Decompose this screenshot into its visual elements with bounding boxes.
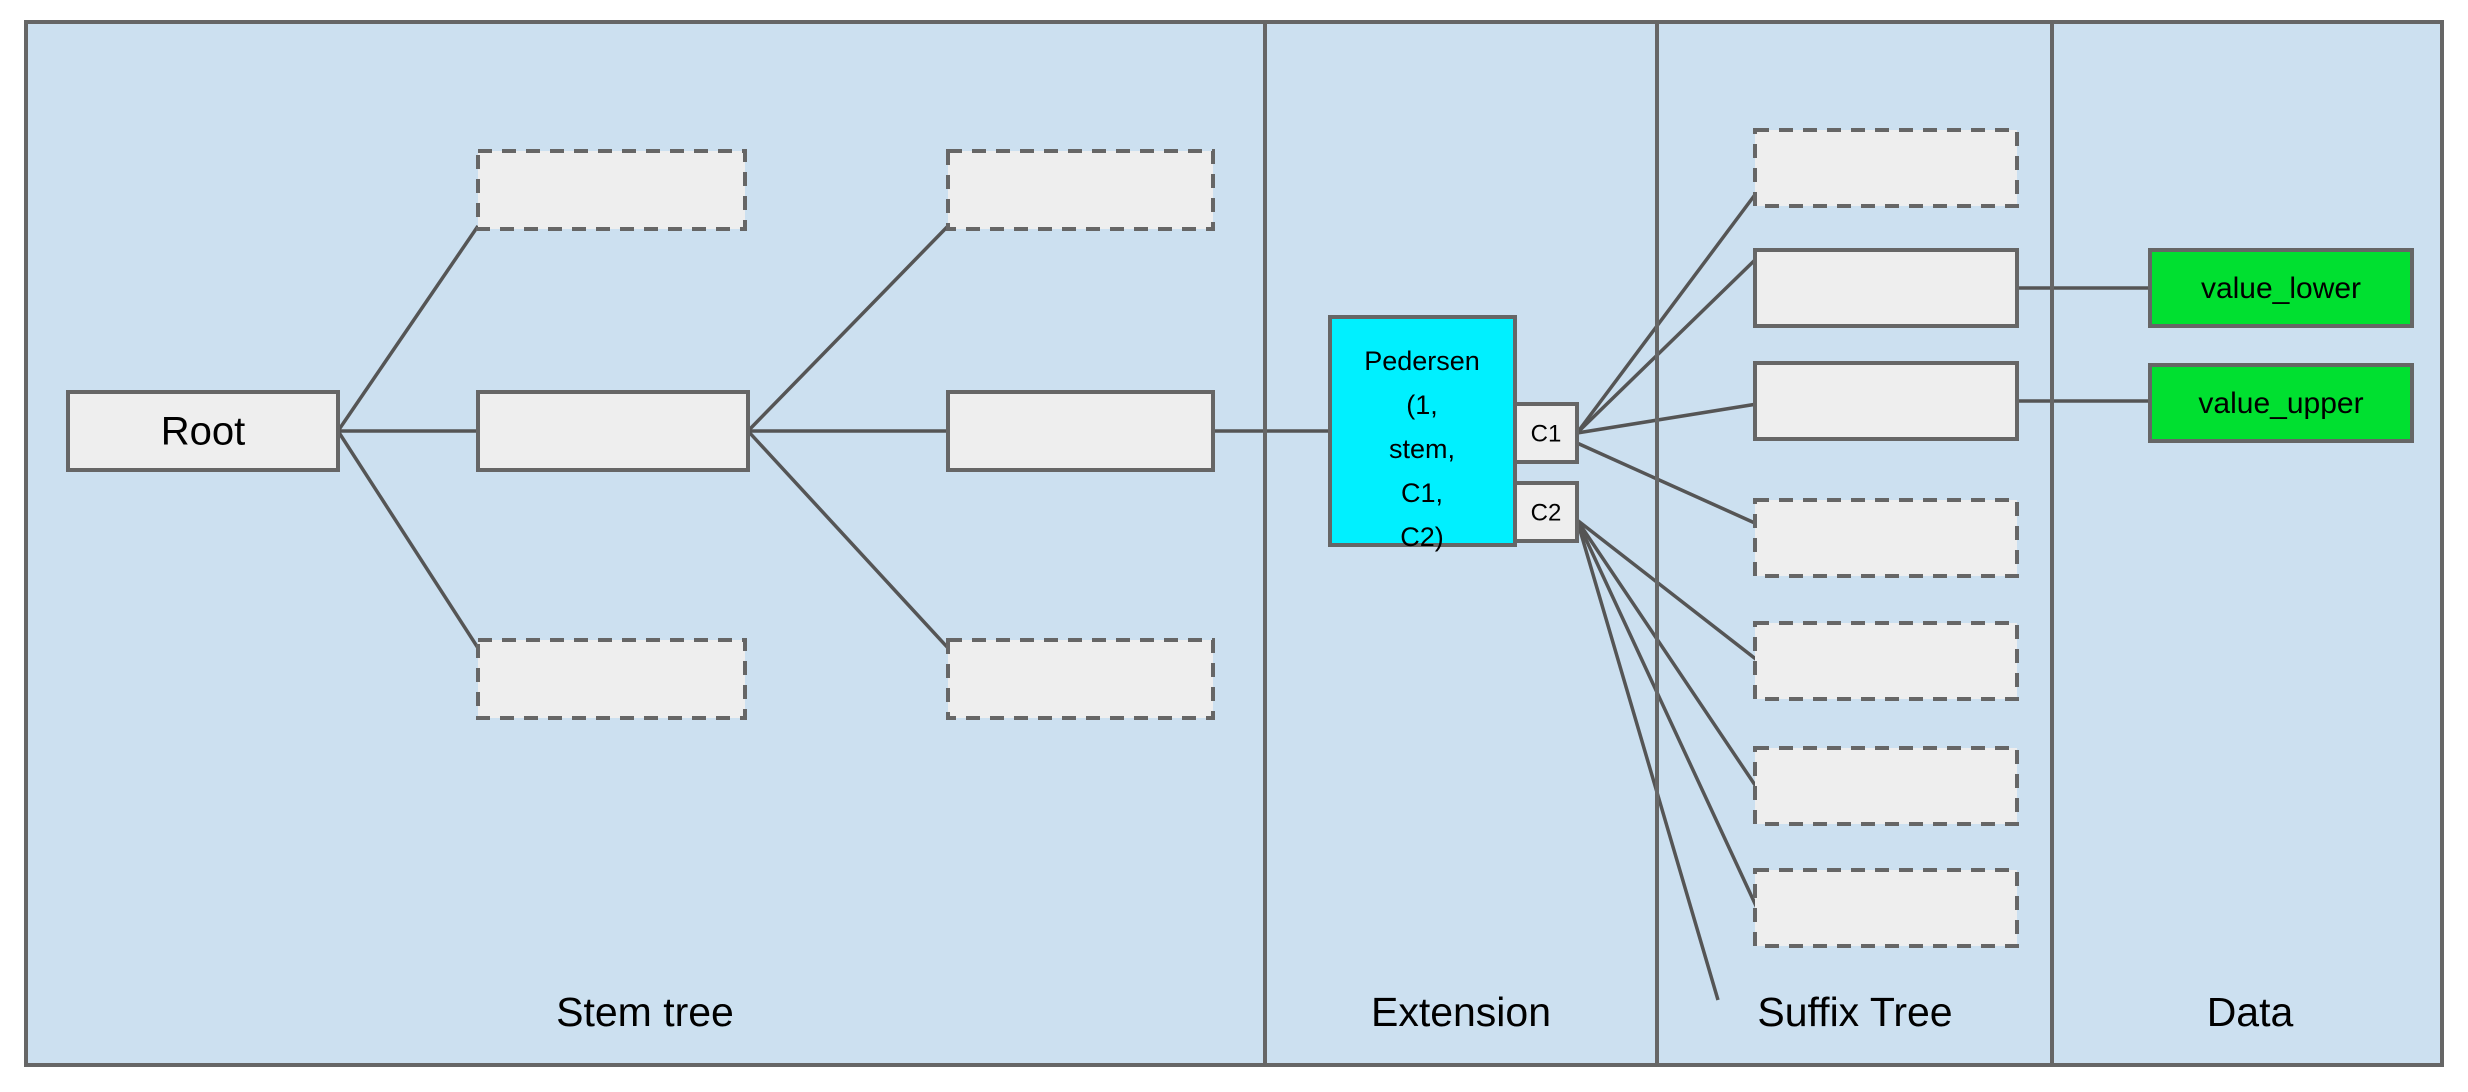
edge-stem-l1-mid-to-stem-l2-bottom [746,429,950,650]
edge-stem-l1-mid-to-stem-l2-top [746,224,950,433]
node-pedersen-line-4: C1, [1401,478,1443,508]
node-root-box[interactable] [66,390,340,472]
node-suffix-node-7[interactable] [1753,868,2019,948]
node-commitment-c2-box[interactable] [1513,481,1579,543]
lane-label-data: Data [2207,989,2294,1035]
node-pedersen-box[interactable] [1328,315,1517,547]
edge-c1-to-suffix-node-1 [1575,190,1759,435]
node-suffix-node-3[interactable] [1753,361,2019,441]
node-suffix-node-6[interactable] [1753,746,2019,826]
node-commitment-c1-box[interactable] [1513,402,1579,464]
node-pedersen-line-2: (1, [1406,390,1438,420]
node-commitment-c2[interactable]: C2 [1513,481,1579,543]
edge-c1-to-suffix-node-2 [1575,256,1759,435]
lane-label-extension: Extension [1371,989,1551,1035]
edge-root-to-stem-l1-top [336,225,480,432]
node-suffix-node-5[interactable] [1753,621,2019,701]
edge-c1-to-suffix-node-4 [1576,441,1758,526]
edge-c2-to-suffix-node-6 [1575,519,1759,789]
node-suffix-node-2[interactable] [1753,248,2019,328]
node-pedersen-line-5: C2) [1400,522,1444,552]
edge-c2-to-suffix-node-5 [1575,518,1759,662]
node-value-upper[interactable]: value_upper [2148,363,2414,443]
edges [336,190,2152,1001]
node-stem-l1-mid[interactable] [476,390,750,472]
lane-labels: Stem tree Extension Suffix Tree Data [556,989,2293,1035]
node-value-lower[interactable]: value_lower [2148,248,2414,328]
node-pedersen-line-1: Pedersen [1364,346,1480,376]
node-commitment-c1-label: C1 [1531,420,1562,447]
lane-data [2050,20,2444,1067]
node-pedersen[interactable]: Pedersen (1, stem, C1, C2) [1328,315,1517,552]
lane-label-suffix-tree: Suffix Tree [1757,989,1952,1035]
lane-label-stem-tree: Stem tree [556,989,734,1035]
node-stem-l2-mid[interactable] [946,390,1215,472]
node-pedersen-line-3: stem, [1389,434,1455,464]
node-value-upper-box[interactable] [2148,363,2414,443]
node-suffix-node-1[interactable] [1753,128,2019,208]
suffix-tree-nodes [1753,128,2019,948]
edge-c1-to-suffix-node-3 [1576,402,1758,435]
node-stem-l2-bottom[interactable] [946,638,1215,720]
node-root[interactable]: Root [66,390,340,472]
stem-tree-nodes: Root [66,149,1215,720]
node-value-upper-label: value_upper [2198,387,2363,420]
lane-dividers [1263,22,2054,1065]
node-commitment-c2-label: C2 [1531,499,1562,526]
extension-nodes: Pedersen (1, stem, C1, C2) C1 C2 [1328,315,1579,552]
node-suffix-node-4[interactable] [1753,498,2019,578]
data-nodes: value_lower value_upper [2148,248,2414,443]
node-value-lower-box[interactable] [2148,248,2414,328]
node-stem-l1-top[interactable] [476,149,747,231]
edge-c2-to-suffix-overflow [1575,519,1720,1001]
edge-c2-to-suffix-node-7 [1575,519,1759,909]
node-value-lower-label: value_lower [2201,272,2361,305]
node-commitment-c1[interactable]: C1 [1513,402,1579,464]
edge-root-to-stem-l1-bottom [336,430,480,649]
node-stem-l2-top[interactable] [946,149,1215,231]
node-root-label: Root [161,410,246,454]
lane-backgrounds [24,20,2444,1067]
node-stem-l1-bottom[interactable] [476,638,747,720]
